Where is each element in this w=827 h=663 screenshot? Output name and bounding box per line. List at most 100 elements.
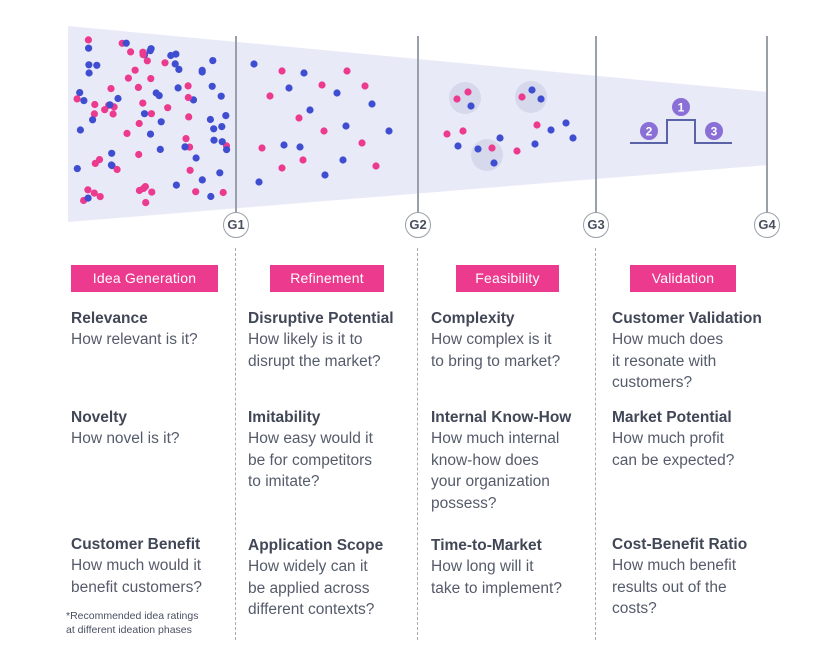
idea-dot [124, 74, 132, 82]
idea-dot [142, 199, 150, 207]
idea-dot [372, 162, 380, 170]
idea-dot [84, 194, 92, 202]
idea-dot [135, 119, 143, 128]
idea-dot [562, 119, 570, 127]
idea-dot [488, 144, 496, 152]
criterion-question: How much profit can be expected? [612, 430, 735, 469]
idea-dot [454, 142, 462, 150]
criterion-question: How easy would it be for competitors to … [248, 430, 373, 490]
idea-dot [143, 57, 151, 65]
idea-dot [146, 47, 154, 55]
idea-dot [459, 127, 467, 135]
criterion-title: Cost-Benefit Ratio [612, 536, 748, 553]
idea-dot [198, 176, 206, 184]
idea-dot [113, 165, 121, 174]
criterion-question: How likely is it to disrupt the market? [248, 331, 381, 370]
idea-dot [167, 51, 175, 60]
gate-step-line [630, 119, 732, 144]
idea-dot [490, 159, 498, 167]
idea-dot [219, 188, 227, 197]
idea-dot [123, 129, 131, 137]
idea-dot [192, 154, 200, 162]
criterion-question: How long will it take to implement? [431, 558, 562, 597]
idea-dot [207, 192, 215, 201]
idea-dot [106, 101, 114, 109]
criterion-title: Complexity [431, 310, 515, 327]
gate-line-2 [417, 36, 419, 218]
criterion-imitability: Imitability How easy would it be for com… [248, 407, 428, 493]
idea-dot [84, 36, 92, 44]
idea-dot [107, 161, 115, 169]
idea-dot [181, 143, 189, 151]
idea-dot [285, 84, 293, 92]
idea-dot [208, 82, 216, 90]
idea-dot [127, 48, 135, 56]
idea-dot [114, 94, 122, 103]
idea-dot [278, 164, 286, 172]
criterion-time-to-market: Time-to-Market How long will it take to … [431, 535, 611, 599]
idea-dot [146, 130, 155, 138]
idea-dot [368, 100, 376, 108]
gate-step-1-label: 1 [678, 101, 685, 115]
idea-dot [358, 139, 366, 147]
column-divider-2 [417, 248, 418, 640]
idea-dot [318, 81, 326, 89]
phase-label-feasibility: Feasibility [456, 265, 559, 292]
gate-step-2-badge [640, 122, 658, 140]
criterion-question: How much does it resonate with customers… [612, 331, 724, 391]
idea-dot [206, 115, 214, 124]
column-divider-1 [235, 248, 236, 640]
idea-dot [453, 95, 461, 103]
column-divider-3 [595, 248, 596, 640]
phase-label-refinement: Refinement [270, 265, 384, 292]
criterion-title: Internal Know-How [431, 409, 572, 426]
idea-dot [280, 141, 288, 149]
idea-dot [186, 166, 194, 174]
criterion-disruptive-potential: Disruptive Potential How likely is it to… [248, 308, 428, 372]
criterion-application-scope: Application Scope How widely can it be a… [248, 535, 428, 621]
idea-dot [266, 92, 274, 100]
idea-dot [361, 82, 369, 90]
idea-dot [156, 145, 164, 153]
idea-cluster [515, 81, 547, 113]
criterion-question: How relevant is it? [71, 331, 198, 348]
idea-dot [134, 83, 142, 91]
idea-dot [278, 67, 286, 75]
idea-dot [185, 113, 193, 121]
idea-dot [184, 93, 192, 102]
idea-dot [76, 89, 84, 97]
idea-dot [547, 126, 555, 134]
idea-dot [90, 110, 98, 118]
idea-dot [73, 165, 81, 173]
idea-dot [258, 144, 266, 152]
gate-line-4 [766, 36, 768, 218]
idea-dot [339, 156, 347, 164]
idea-dot [107, 85, 115, 93]
idea-dots [73, 36, 577, 207]
criterion-question: How complex is it to bring to market? [431, 331, 561, 370]
criterion-title: Time-to-Market [431, 537, 542, 554]
criterion-title: Customer Validation [612, 310, 762, 327]
idea-dot [343, 67, 351, 75]
idea-dot [182, 135, 190, 143]
gate-step-1-badge [672, 98, 690, 116]
idea-dot [174, 84, 182, 92]
idea-dot [73, 95, 81, 103]
criterion-internal-know-how: Internal Know-How How much internal know… [431, 407, 611, 514]
idea-cluster [471, 139, 503, 171]
gate-step-3-badge [705, 122, 723, 140]
criterion-title: Imitability [248, 409, 321, 426]
idea-dot [192, 188, 200, 196]
idea-dot [164, 104, 172, 112]
idea-dot [109, 110, 117, 118]
idea-dot [533, 121, 541, 129]
criterion-title: Novelty [71, 409, 127, 426]
idea-dot [333, 89, 341, 97]
criterion-customer-validation: Customer Validation How much does it res… [612, 308, 792, 394]
gate-line-1 [235, 36, 237, 218]
idea-dot [467, 102, 475, 110]
criterion-market-potential: Market Potential How much profit can be … [612, 407, 792, 471]
idea-dot [518, 93, 526, 101]
criterion-question: How much benefit results out of the cost… [612, 557, 737, 617]
gate-step-3-label: 3 [711, 125, 718, 139]
